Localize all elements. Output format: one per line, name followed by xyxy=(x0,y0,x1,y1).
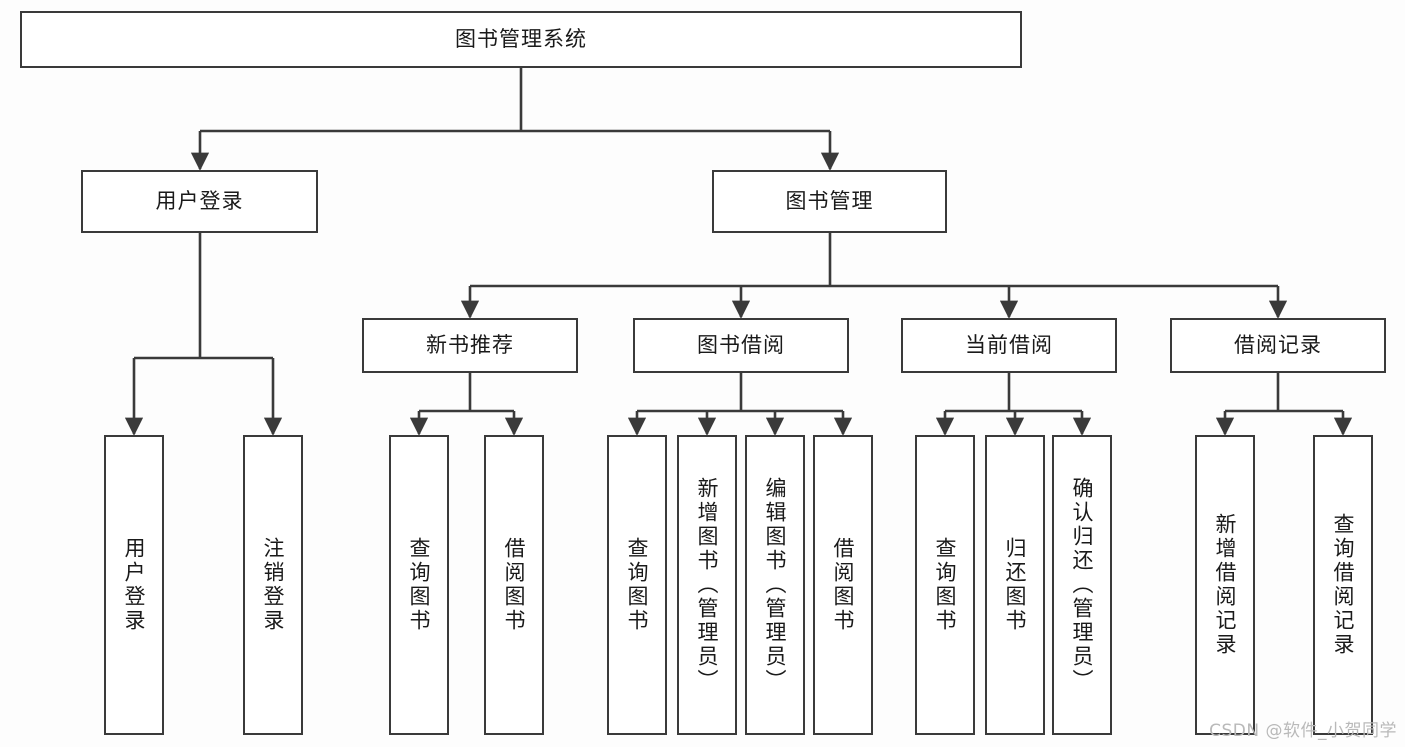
leaf-query-books-borrow-label: 查询图书 xyxy=(625,537,649,633)
leaf-query-borrow-record-label: 查询借阅记录 xyxy=(1331,513,1355,657)
leaf-add-borrow-record-label: 新增借阅记录 xyxy=(1213,513,1237,657)
leaf-borrow-books-recommend[interactable]: 借阅图书 xyxy=(484,435,544,735)
node-borrow-records-label: 借阅记录 xyxy=(1234,332,1322,357)
leaf-return-books[interactable]: 归还图书 xyxy=(985,435,1045,735)
leaf-borrow-books[interactable]: 借阅图书 xyxy=(813,435,873,735)
leaf-query-books-current[interactable]: 查询图书 xyxy=(915,435,975,735)
leaf-logout[interactable]: 注销登录 xyxy=(243,435,303,735)
leaf-user-login-label: 用户登录 xyxy=(122,537,146,633)
node-current-borrow-label: 当前借阅 xyxy=(965,332,1053,357)
leaf-add-book-admin[interactable]: 新增图书（管理员） xyxy=(677,435,737,735)
leaf-borrow-books-recommend-label: 借阅图书 xyxy=(502,537,526,633)
node-user-login[interactable]: 用户登录 xyxy=(81,170,318,233)
node-new-book-recommend[interactable]: 新书推荐 xyxy=(362,318,578,373)
leaf-return-books-label: 归还图书 xyxy=(1003,537,1027,633)
leaf-query-books-current-label: 查询图书 xyxy=(933,537,957,633)
node-new-book-recommend-label: 新书推荐 xyxy=(426,332,514,357)
leaf-add-book-admin-label: 新增图书（管理员） xyxy=(695,477,719,693)
leaf-edit-book-admin-label: 编辑图书（管理员） xyxy=(763,477,787,693)
leaf-confirm-return-admin-label: 确认归还（管理员） xyxy=(1070,477,1094,693)
leaf-add-borrow-record[interactable]: 新增借阅记录 xyxy=(1195,435,1255,735)
node-book-borrow-label: 图书借阅 xyxy=(697,332,785,357)
node-borrow-records[interactable]: 借阅记录 xyxy=(1170,318,1386,373)
leaf-query-books-recommend[interactable]: 查询图书 xyxy=(389,435,449,735)
node-user-login-label: 用户登录 xyxy=(155,188,244,213)
leaf-query-borrow-record[interactable]: 查询借阅记录 xyxy=(1313,435,1373,735)
node-book-borrow[interactable]: 图书借阅 xyxy=(633,318,849,373)
leaf-borrow-books-label: 借阅图书 xyxy=(831,537,855,633)
leaf-confirm-return-admin[interactable]: 确认归还（管理员） xyxy=(1052,435,1112,735)
leaf-query-books-borrow[interactable]: 查询图书 xyxy=(607,435,667,735)
node-root-label: 图书管理系统 xyxy=(455,26,587,51)
node-root[interactable]: 图书管理系统 xyxy=(20,11,1022,68)
leaf-query-books-recommend-label: 查询图书 xyxy=(407,537,431,633)
watermark: CSDN @软件_小贺同学 xyxy=(1209,721,1397,741)
leaf-user-login[interactable]: 用户登录 xyxy=(104,435,164,735)
leaf-logout-label: 注销登录 xyxy=(261,537,285,633)
node-current-borrow[interactable]: 当前借阅 xyxy=(901,318,1117,373)
edge-paths xyxy=(124,68,1353,436)
leaf-edit-book-admin[interactable]: 编辑图书（管理员） xyxy=(745,435,805,735)
node-book-management[interactable]: 图书管理 xyxy=(712,170,947,233)
node-book-management-label: 图书管理 xyxy=(785,188,874,213)
